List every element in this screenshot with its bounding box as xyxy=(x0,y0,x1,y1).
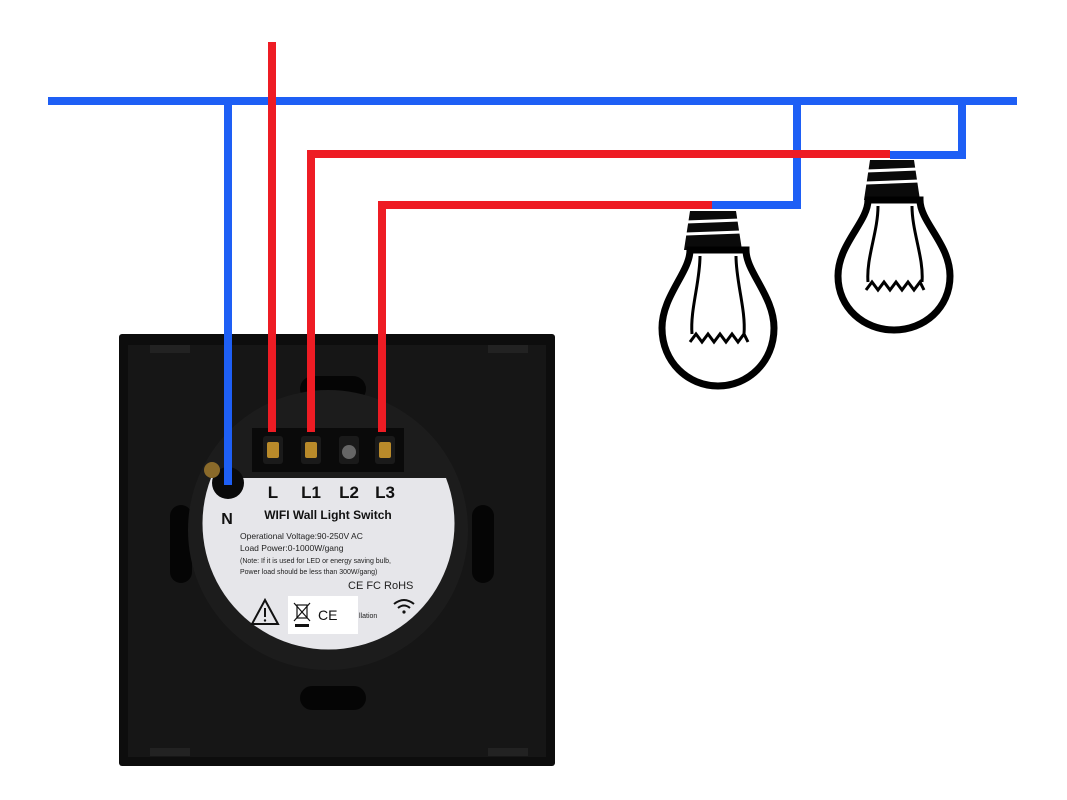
warning-icon xyxy=(250,597,280,625)
corner-tab xyxy=(150,748,190,756)
bulb-2-filament xyxy=(864,279,926,293)
terminal-screw-l-brass xyxy=(267,442,279,458)
mounting-slot-left xyxy=(170,505,192,583)
mounting-slot-bottom xyxy=(300,686,366,710)
terminal-label-l2: L2 xyxy=(339,483,359,502)
terminal-labels: L L1 L2 L3 N xyxy=(221,483,395,528)
ce-mark: CE xyxy=(318,607,337,623)
light-bulb-2 xyxy=(834,160,954,334)
l3-output-wire xyxy=(378,201,712,432)
neutral-screw xyxy=(204,462,220,478)
bulb-2-thread xyxy=(865,167,919,173)
terminal-label-l1: L1 xyxy=(301,483,321,502)
sticker-text: WIFI Wall Light Switch Operational Volta… xyxy=(240,508,415,634)
terminal-label-l: L xyxy=(268,483,278,502)
wall-switch xyxy=(119,334,555,766)
partial-installation-text: llation xyxy=(359,613,377,620)
spec-note-1: (Note: If it is used for LED or energy s… xyxy=(240,558,391,565)
neutral-bulb2-wire xyxy=(890,101,966,159)
bulb-2-glass xyxy=(834,196,954,334)
corner-tab xyxy=(488,748,528,756)
label-sticker xyxy=(202,478,455,650)
weee-bin-icon xyxy=(293,602,311,627)
bulb-1-filament xyxy=(688,331,750,345)
spec-voltage: Operational Voltage:90-250V AC xyxy=(240,531,363,541)
bulb-1-thread xyxy=(685,218,741,224)
l1-output-wire xyxy=(307,150,890,432)
bulb-1-glass xyxy=(658,246,778,390)
terminal-label-l3: L3 xyxy=(375,483,395,502)
wires xyxy=(48,42,1017,485)
spec-note-2: Power load should be less than 300W/gang… xyxy=(240,569,377,576)
bulb-1-filament-wires xyxy=(690,255,746,335)
bulb-1-thread xyxy=(685,230,742,236)
neutral-label: N xyxy=(221,511,233,528)
bulb-1-socket xyxy=(684,211,742,250)
cert-marks: CE FC RoHS xyxy=(348,580,413,592)
wifi-icon xyxy=(393,599,415,614)
neutral-bulb1-wire xyxy=(712,101,801,209)
spec-load: Load Power:0-1000W/gang xyxy=(240,543,344,553)
bulb-2-thread xyxy=(865,179,920,185)
terminal-screw-l2-head xyxy=(342,445,356,459)
corner-tab xyxy=(488,345,528,353)
mounting-slot-right xyxy=(472,505,494,583)
corner-tab xyxy=(150,345,190,353)
terminal-screw-l1-brass xyxy=(305,442,317,458)
terminal-screws xyxy=(263,436,395,464)
light-bulb-1 xyxy=(658,211,778,390)
terminal-screw-l3-brass xyxy=(379,442,391,458)
product-title: WIFI Wall Light Switch xyxy=(264,508,392,522)
bulb-2-filament-wires xyxy=(866,205,924,283)
